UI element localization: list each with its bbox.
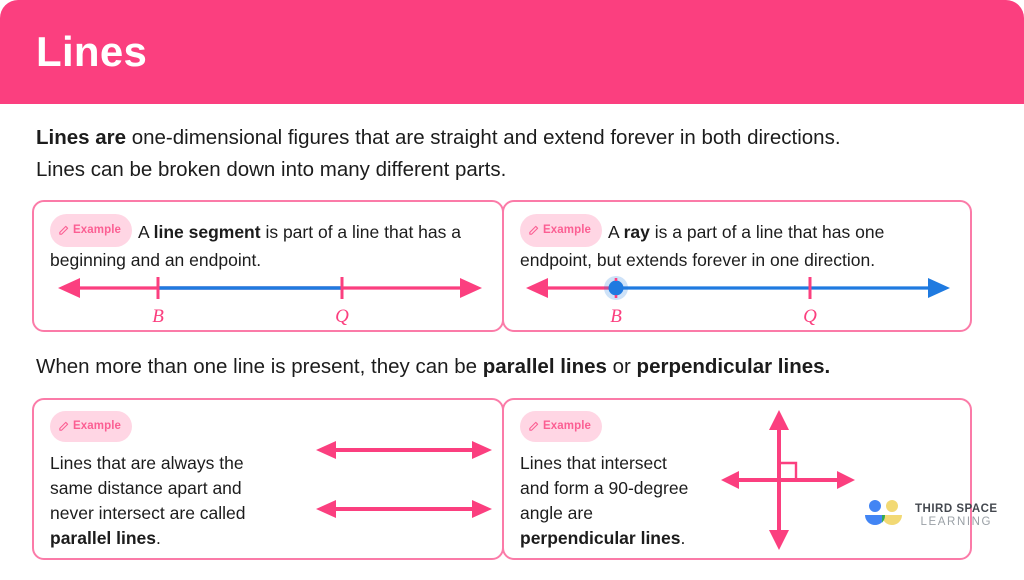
- parallel-description: Example Lines that are always the same d…: [50, 411, 350, 551]
- perpendicular-bold-term: perpendicular lines: [520, 528, 681, 548]
- line-segment-diagram: B Q: [50, 272, 490, 333]
- parallel-period: .: [156, 528, 161, 548]
- ray-text-prefix: A: [608, 222, 624, 242]
- pencil-icon: [58, 414, 69, 439]
- example-badge: Example: [50, 411, 133, 442]
- parallel-line-2: same distance apart and: [50, 478, 242, 498]
- pencil-icon: [528, 414, 539, 439]
- example-badge: Example: [520, 214, 603, 247]
- mid-bold-parallel: parallel lines: [482, 355, 607, 378]
- logo-line-1: THIRD SPACE: [915, 503, 998, 516]
- ray-text-suffix: is a part of a line that has one endpoin…: [520, 222, 885, 270]
- segment-label-b: B: [152, 306, 164, 327]
- pencil-icon: [58, 217, 69, 244]
- ray-description: Example A ray is a part of a line that h…: [520, 214, 956, 274]
- perpendicular-lines-diagram: [719, 406, 869, 559]
- example-badge-label: Example: [73, 224, 122, 236]
- perpendicular-line-2: and form a 90-degree: [520, 478, 689, 498]
- parallel-line-3: never intersect are called: [50, 503, 246, 523]
- example-badge: Example: [520, 411, 603, 442]
- example-box-parallel-lines: Example Lines that are always the same d…: [32, 398, 504, 560]
- example-box-ray: Example A ray is a part of a line that h…: [502, 200, 972, 332]
- mid-middle: or: [606, 355, 637, 378]
- perpendicular-period: .: [680, 528, 686, 548]
- example-box-perpendicular-lines: Example Lines that intersect and form a …: [502, 398, 972, 560]
- parallel-line-1: Lines that are always the: [50, 453, 244, 473]
- example-badge-label: Example: [73, 420, 122, 432]
- third-space-learning-logo: THIRD SPACE LEARNING: [862, 498, 998, 533]
- intro-line2: Lines can be broken down into many diffe…: [36, 158, 507, 181]
- segment-text-bold: line segment: [153, 222, 261, 242]
- logo-mark-icon: [862, 498, 906, 533]
- parallel-bold-term: parallel lines: [50, 528, 157, 548]
- middle-sentence: When more than one line is present, they…: [36, 352, 996, 382]
- example-badge-label: Example: [543, 420, 592, 432]
- example-badge-label: Example: [543, 224, 592, 236]
- page-title: Lines: [36, 28, 148, 75]
- parallel-lines-diagram: [314, 432, 494, 537]
- intro-bold-lead: Lines are: [36, 126, 127, 149]
- perpendicular-description: Example Lines that intersect and form a …: [520, 411, 820, 551]
- mid-prefix: When more than one line is present, they…: [36, 355, 483, 378]
- line-segment-description: Example A line segment is part of a line…: [50, 214, 488, 274]
- intro-line1-rest: one-dimensional figures that are straigh…: [126, 126, 841, 149]
- logo-wordmark: THIRD SPACE LEARNING: [915, 503, 998, 527]
- example-badge: Example: [50, 214, 133, 247]
- example-box-line-segment: Example A line segment is part of a line…: [32, 200, 504, 332]
- intro-paragraph: Lines are one-dimensional figures that a…: [36, 122, 991, 186]
- perpendicular-line-3: angle are: [520, 503, 593, 523]
- ray-text-bold: ray: [623, 222, 650, 242]
- page-header: Lines: [0, 0, 1024, 104]
- segment-text-suffix: is part of a line that has a beginning a…: [50, 222, 461, 270]
- ray-label-b: B: [610, 306, 622, 327]
- segment-label-q: Q: [335, 306, 349, 327]
- segment-text-prefix: A: [138, 222, 154, 242]
- perpendicular-line-1: Lines that intersect: [520, 453, 667, 473]
- pencil-icon: [528, 217, 539, 244]
- mid-bold-perpendicular: perpendicular lines.: [636, 355, 831, 378]
- logo-line-2: LEARNING: [920, 515, 993, 528]
- ray-label-q: Q: [803, 306, 817, 327]
- ray-diagram: B Q: [518, 272, 958, 333]
